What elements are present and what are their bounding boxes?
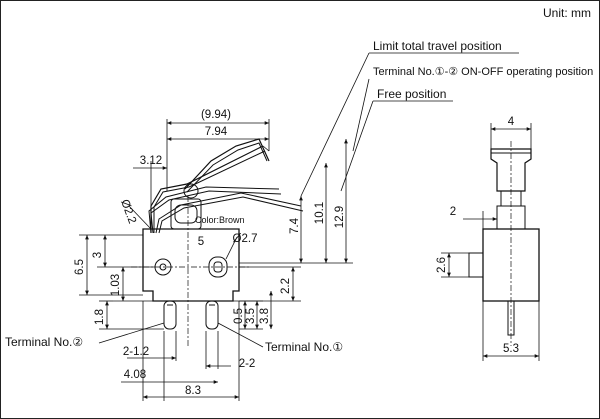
dim-lever-offset: 3.12 xyxy=(140,155,162,167)
dim-terminal-w1: 0.5 xyxy=(233,308,245,324)
free-position-label: Free position xyxy=(377,87,446,101)
side-view-dimensions xyxy=(441,123,540,361)
dim-terminal-length: 1.8 xyxy=(94,309,106,325)
dim-step: 2 xyxy=(450,206,456,218)
dim-base-to-hole-right: 2.2 xyxy=(280,278,292,294)
front-view-dimensions xyxy=(79,52,519,401)
dim-term-span: 4.08 xyxy=(124,369,146,381)
dim-lever-angle: 7.4 xyxy=(289,217,301,234)
terminal-onoff-label: Terminal No.①-② ON-OFF operating positio… xyxy=(373,66,593,78)
terminal-1-label: Terminal No.① xyxy=(265,340,343,354)
dim-height-free: 12.9 xyxy=(334,206,346,228)
dim-hole-height: 3 xyxy=(92,252,104,258)
dim-height-onoff: 10.1 xyxy=(314,202,326,224)
dim-terminal-w2: 3.5 xyxy=(245,308,257,324)
terminal-2-label: Terminal No.② xyxy=(5,335,83,349)
dim-hole-pitch: 5 xyxy=(198,236,204,248)
front-view-labels: (9.94) 7.94 3.12 Ø2.2 Color:Brown 5 Ø2.7… xyxy=(5,39,593,397)
front-view xyxy=(131,138,304,346)
dim-hole-to-base: 1.03 xyxy=(110,274,122,296)
dim-term-pitch-2: 2-2 xyxy=(239,358,256,370)
dim-body-thickness: 5.3 xyxy=(503,343,519,355)
side-view xyxy=(468,141,540,346)
color-label: Color:Brown xyxy=(195,215,245,225)
dim-roller-dia: Ø2.2 xyxy=(118,198,138,226)
limit-travel-label: Limit total travel position xyxy=(373,39,502,53)
dim-boss: 2.6 xyxy=(436,257,448,273)
dim-lever-length: 7.94 xyxy=(205,126,228,138)
dim-lever-width: 4 xyxy=(508,116,515,128)
dim-overall-ref: (9.94) xyxy=(201,109,231,121)
dim-term-pitch-1: 2-1.2 xyxy=(123,346,149,358)
dim-body-width: 8.3 xyxy=(185,385,201,397)
dim-body-height: 6.5 xyxy=(74,259,86,275)
dim-hole-dia: Ø2.7 xyxy=(233,233,258,245)
side-view-labels: 4 2 2.6 5.3 xyxy=(436,116,519,355)
unit-label: Unit: mm xyxy=(543,6,591,20)
dim-terminal-w3: 3.8 xyxy=(259,308,271,324)
